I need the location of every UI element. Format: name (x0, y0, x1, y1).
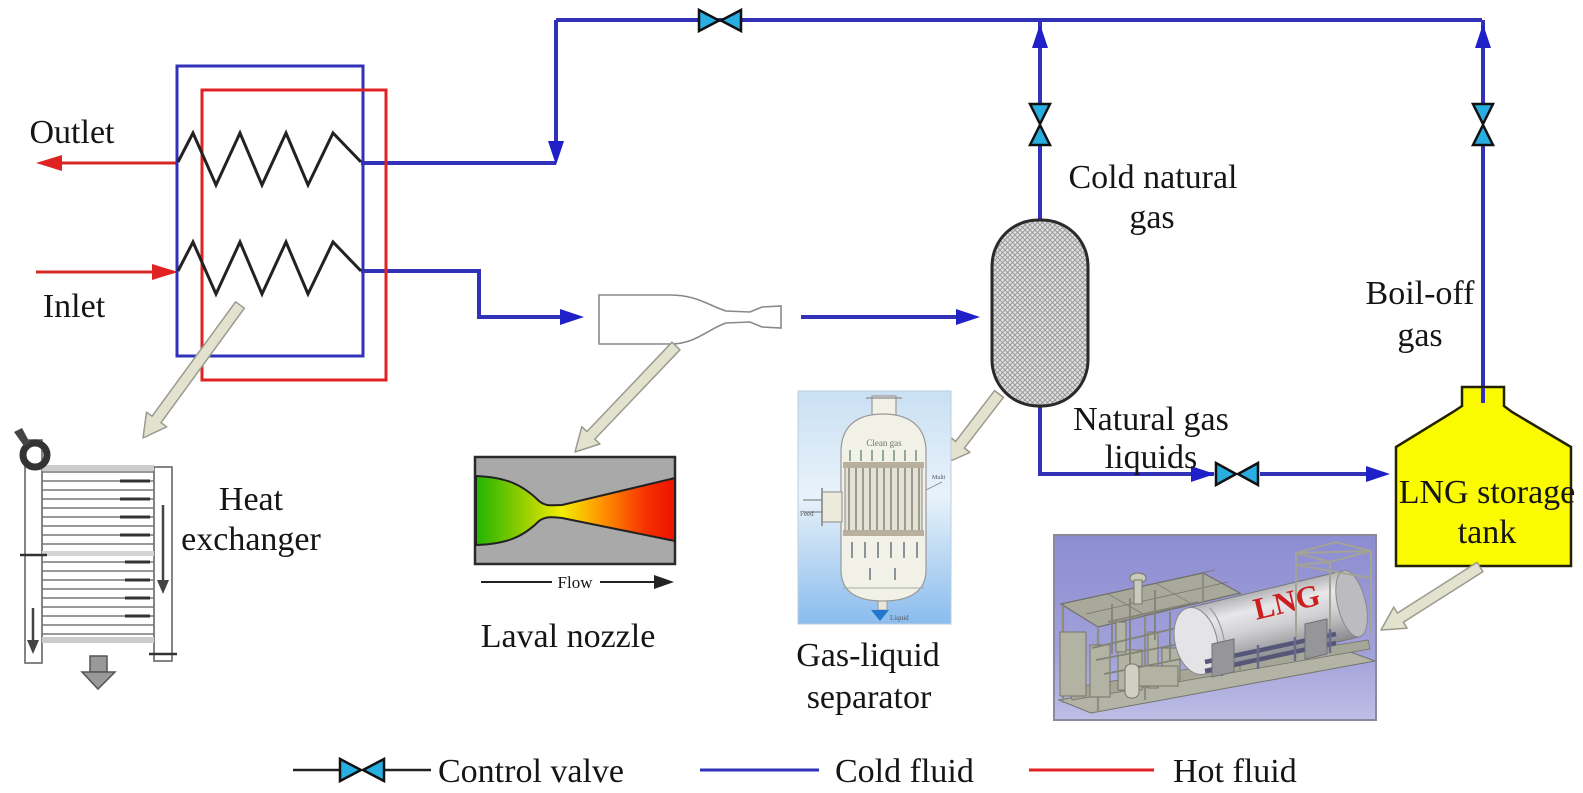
svg-text:Outlet: Outlet (30, 114, 116, 151)
svg-text:Hot fluid: Hot fluid (1173, 753, 1297, 790)
svg-text:Cold fluid: Cold fluid (835, 753, 974, 790)
svg-text:LNG storage: LNG storage (1399, 474, 1576, 511)
svg-text:liquids: liquids (1105, 439, 1198, 476)
svg-text:tank: tank (1458, 514, 1517, 551)
svg-text:Inlet: Inlet (43, 288, 106, 325)
svg-text:Feed: Feed (800, 510, 814, 518)
svg-text:Boil-off: Boil-off (1366, 275, 1476, 312)
svg-text:Gas-liquid: Gas-liquid (796, 637, 940, 674)
svg-text:Multi: Multi (932, 475, 946, 481)
svg-text:exchanger: exchanger (181, 521, 321, 558)
svg-text:Control valve: Control valve (438, 753, 624, 790)
svg-text:Laval nozzle: Laval nozzle (481, 618, 656, 655)
svg-text:separator: separator (807, 679, 932, 716)
svg-text:gas: gas (1397, 317, 1442, 354)
svg-text:Liquid: Liquid (890, 614, 909, 622)
svg-text:Flow: Flow (558, 573, 594, 592)
svg-text:Clean gas: Clean gas (866, 438, 902, 448)
svg-text:Heat: Heat (219, 481, 284, 518)
svg-text:Cold natural: Cold natural (1068, 159, 1237, 196)
svg-text:Natural gas: Natural gas (1073, 401, 1229, 438)
svg-text:gas: gas (1129, 199, 1174, 236)
